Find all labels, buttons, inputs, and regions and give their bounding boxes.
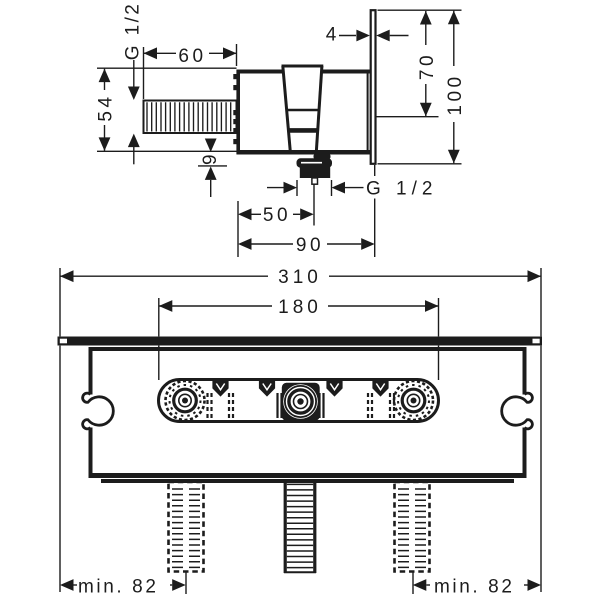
svg-text:min. 82: min. 82 (78, 577, 159, 598)
svg-text:90: 90 (296, 235, 324, 256)
svg-text:70: 70 (417, 52, 438, 80)
svg-text:310: 310 (278, 267, 322, 288)
svg-text:9: 9 (200, 154, 221, 165)
svg-text:4: 4 (326, 25, 337, 46)
svg-text:100: 100 (445, 73, 466, 115)
svg-text:54: 54 (96, 93, 117, 121)
svg-text:G 1/2: G 1/2 (123, 2, 144, 60)
svg-text:50: 50 (263, 205, 291, 226)
svg-text:180: 180 (278, 297, 322, 318)
svg-text:G 1/2: G 1/2 (366, 179, 437, 200)
svg-text:min. 82: min. 82 (434, 577, 515, 598)
svg-text:60: 60 (178, 46, 206, 67)
